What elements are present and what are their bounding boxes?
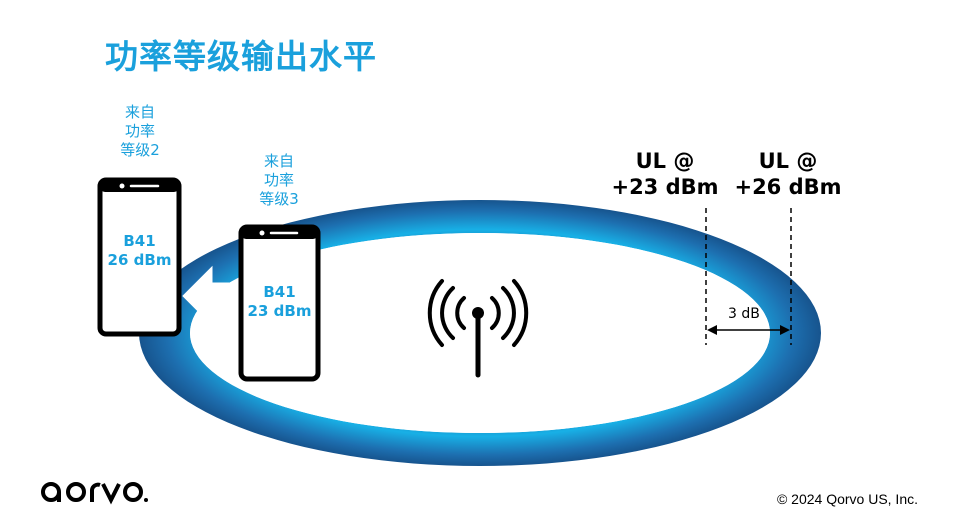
ul-label-line: +23 dBm: [611, 175, 719, 199]
phone-left-screen-text: B41 26 dBm: [102, 232, 177, 270]
page-title: 功率等级输出水平: [105, 37, 377, 76]
caption-line: 来自: [124, 103, 155, 121]
ul-26-label: UL @ +26 dBm: [733, 148, 843, 200]
qorvo-logo: [40, 480, 152, 510]
ul-label-line: +26 dBm: [734, 175, 842, 199]
ul-label-line: UL @: [635, 149, 695, 173]
phone-icon: [97, 177, 182, 337]
phone-icon: [238, 224, 321, 382]
phone-left-caption: 来自 功率 等级2: [105, 103, 175, 160]
arrow-left-icon: [182, 265, 233, 327]
antenna-icon: [427, 279, 529, 378]
band-label: B41: [123, 232, 156, 250]
caption-line: 功率: [124, 122, 155, 140]
gap-label: 3 dB: [728, 306, 760, 322]
phone-right-screen-text: B41 23 dBm: [240, 283, 319, 321]
ul-label-line: UL @: [758, 149, 818, 173]
phone-right-caption: 来自 功率 等级3: [244, 152, 314, 209]
power-label: 26 dBm: [107, 251, 172, 269]
copyright-text: © 2024 Qorvo US, Inc.: [776, 491, 918, 507]
ul-23-label: UL @ +23 dBm: [610, 148, 720, 200]
band-label: B41: [263, 283, 296, 301]
caption-line: 等级2: [120, 141, 160, 159]
caption-line: 等级3: [259, 190, 299, 208]
caption-line: 功率: [263, 171, 294, 189]
caption-line: 来自: [263, 152, 294, 170]
gap-arrow: [707, 325, 790, 335]
power-label: 23 dBm: [247, 302, 312, 320]
